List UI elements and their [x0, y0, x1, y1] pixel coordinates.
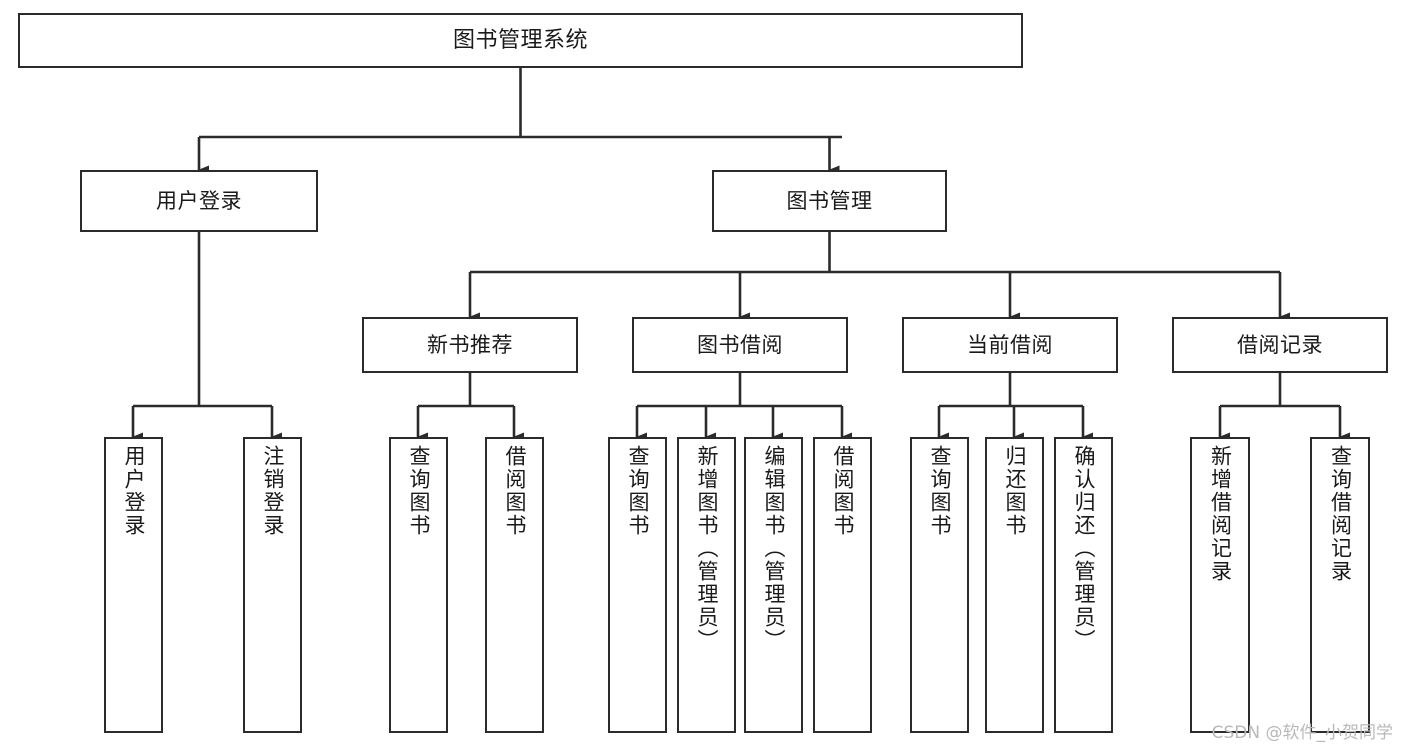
- node-leaf-edit-book-admin[interactable]: 编辑图书（管理员）: [744, 437, 803, 733]
- node-label: 确认归还（管理员）: [1072, 445, 1096, 652]
- node-leaf-borrow-book[interactable]: 借阅图书: [813, 437, 872, 733]
- node-label: 注销登录: [261, 445, 285, 537]
- node-leaf-query-book-recommendation[interactable]: 查询图书: [389, 437, 448, 733]
- node-new-book-recommendation[interactable]: 新书推荐: [362, 317, 578, 373]
- node-book-management[interactable]: 图书管理: [712, 170, 947, 232]
- node-leaf-confirm-return-admin[interactable]: 确认归还（管理员）: [1054, 437, 1113, 733]
- node-label: 编辑图书（管理员）: [762, 445, 786, 652]
- node-leaf-add-book-admin[interactable]: 新增图书（管理员）: [677, 437, 736, 733]
- node-label: 新书推荐: [427, 332, 513, 357]
- node-label: 当前借阅: [967, 332, 1053, 357]
- node-leaf-query-borrowing-record[interactable]: 查询借阅记录: [1310, 437, 1370, 733]
- node-label: 借阅记录: [1237, 332, 1323, 357]
- node-label: 查询图书: [626, 445, 650, 537]
- node-borrowing-records[interactable]: 借阅记录: [1172, 317, 1388, 373]
- node-label: 查询图书: [407, 445, 431, 537]
- node-label: 查询借阅记录: [1328, 445, 1353, 583]
- node-label: 借阅图书: [503, 445, 527, 537]
- node-book-borrowing[interactable]: 图书借阅: [632, 317, 848, 373]
- node-label: 归还图书: [1003, 445, 1027, 537]
- node-label: 新增图书（管理员）: [695, 445, 719, 652]
- node-label: 查询图书: [928, 445, 952, 537]
- node-label: 图书管理: [786, 188, 873, 213]
- node-label: 图书借阅: [697, 332, 783, 357]
- node-label: 新增借阅记录: [1208, 445, 1233, 583]
- node-label: 用户登录: [156, 188, 242, 213]
- node-leaf-query-book-borrowing[interactable]: 查询图书: [608, 437, 667, 733]
- node-leaf-borrow-book-recommendation[interactable]: 借阅图书: [485, 437, 544, 733]
- node-label: 用户登录: [122, 445, 146, 537]
- node-label: 借阅图书: [831, 445, 855, 537]
- node-label: 图书管理系统: [452, 27, 588, 53]
- node-leaf-add-borrowing-record[interactable]: 新增借阅记录: [1190, 437, 1250, 733]
- node-leaf-user-login[interactable]: 用户登录: [104, 437, 163, 733]
- watermark-text: CSDN @软件_小贺同学: [1211, 723, 1393, 743]
- node-leaf-logout[interactable]: 注销登录: [243, 437, 302, 733]
- node-book-management-system[interactable]: 图书管理系统: [18, 13, 1023, 68]
- node-current-borrowing[interactable]: 当前借阅: [902, 317, 1118, 373]
- node-user-login[interactable]: 用户登录: [80, 170, 318, 232]
- node-leaf-query-book-current[interactable]: 查询图书: [910, 437, 969, 733]
- node-leaf-return-book[interactable]: 归还图书: [985, 437, 1044, 733]
